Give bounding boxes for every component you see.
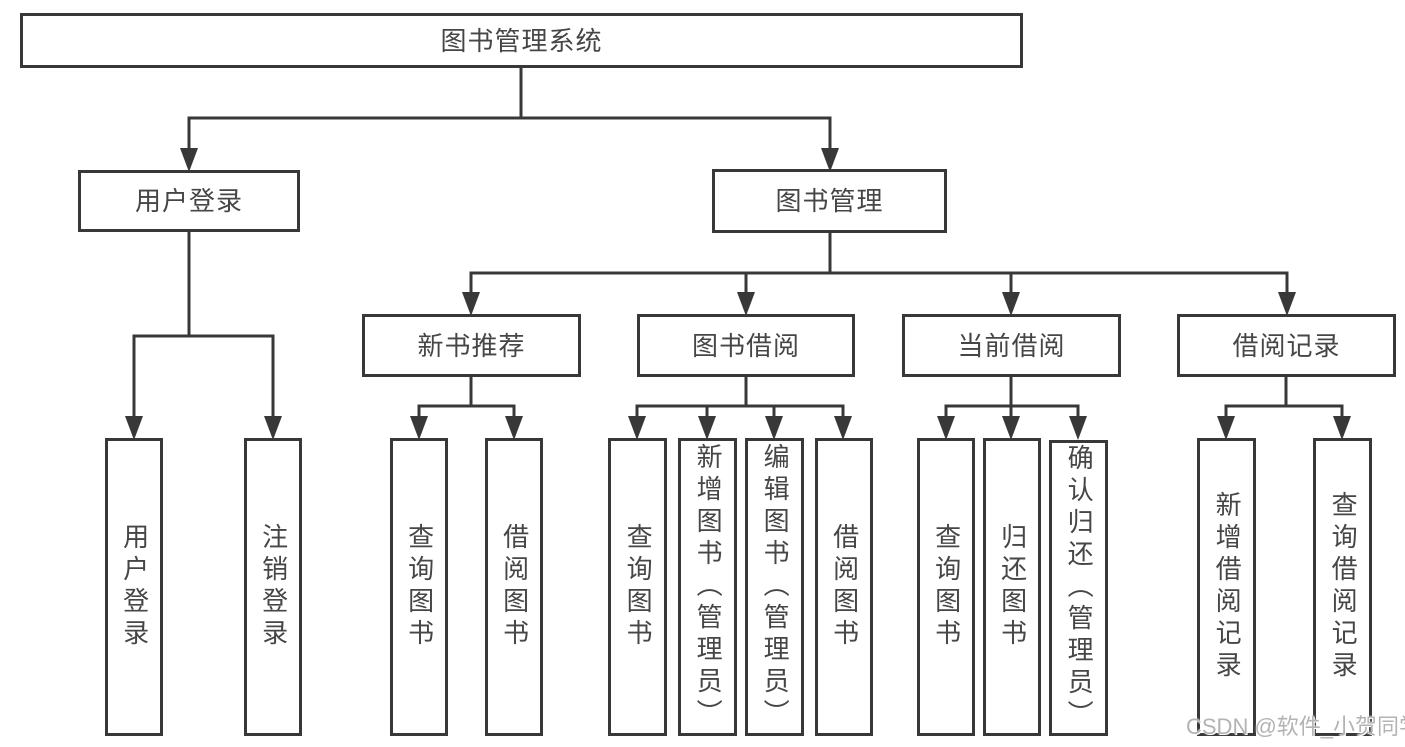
edge-current-to-children [937,377,1087,440]
node-records: 借阅记录 [1177,314,1396,377]
node-logout-label: 注销登录 [258,523,289,651]
node-cur-return: 归还图书 [983,438,1041,736]
node-nb-borrow-label: 借阅图书 [499,523,530,651]
node-cur-confirm-label: 确认归还（管理员） [1064,444,1095,732]
node-login: 用户登录 [105,438,163,736]
edge-borrow-to-children [628,377,852,440]
node-user-login: 用户登录 [78,170,300,232]
node-borrow: 图书借阅 [637,314,855,377]
csdn-watermark: CSDN @软件_小贺同学 [1186,714,1405,739]
node-current: 当前借阅 [902,314,1121,377]
edge-records-to-children [1217,377,1351,440]
node-bw-query: 查询图书 [608,438,667,736]
node-login-label: 用户登录 [119,523,150,651]
node-cur-query: 查询图书 [917,438,975,736]
edge-new-book-to-children [410,377,523,440]
node-book-mgmt-label: 图书管理 [775,186,884,216]
node-nb-query: 查询图书 [390,438,448,736]
node-cur-query-label: 查询图书 [931,523,962,651]
node-rec-add-label: 新增借阅记录 [1212,491,1243,683]
node-nb-query-label: 查询图书 [404,523,435,651]
node-rec-query-label: 查询借阅记录 [1328,491,1359,683]
node-user-login-label: 用户登录 [134,186,243,216]
node-book-mgmt: 图书管理 [712,169,947,233]
node-new-book: 新书推荐 [362,314,581,377]
node-bw-edit: 编辑图书（管理员） [745,438,804,736]
node-new-book-label: 新书推荐 [417,330,526,361]
node-rec-add: 新增借阅记录 [1197,438,1256,736]
node-bw-add-label: 新增图书（管理员） [693,443,724,731]
node-rec-query: 查询借阅记录 [1313,438,1372,736]
node-bw-borrow-label: 借阅图书 [829,523,860,651]
edge-user-login-to-children [125,232,282,440]
node-bw-add: 新增图书（管理员） [678,438,737,736]
node-nb-borrow: 借阅图书 [485,438,543,736]
node-records-label: 借阅记录 [1232,330,1341,361]
node-cur-confirm: 确认归还（管理员） [1049,440,1108,736]
edge-book-mgmt-to-level3 [462,233,1296,316]
edge-root-to-level2 [180,68,839,172]
node-root: 图书管理系统 [20,13,1023,68]
node-bw-borrow: 借阅图书 [815,438,873,736]
node-current-label: 当前借阅 [957,330,1066,361]
node-bw-query-label: 查询图书 [623,523,654,651]
node-logout: 注销登录 [244,438,302,736]
node-cur-return-label: 归还图书 [997,523,1028,651]
node-borrow-label: 图书借阅 [691,330,800,361]
node-root-label: 图书管理系统 [440,25,603,56]
node-bw-edit-label: 编辑图书（管理员） [760,443,791,731]
